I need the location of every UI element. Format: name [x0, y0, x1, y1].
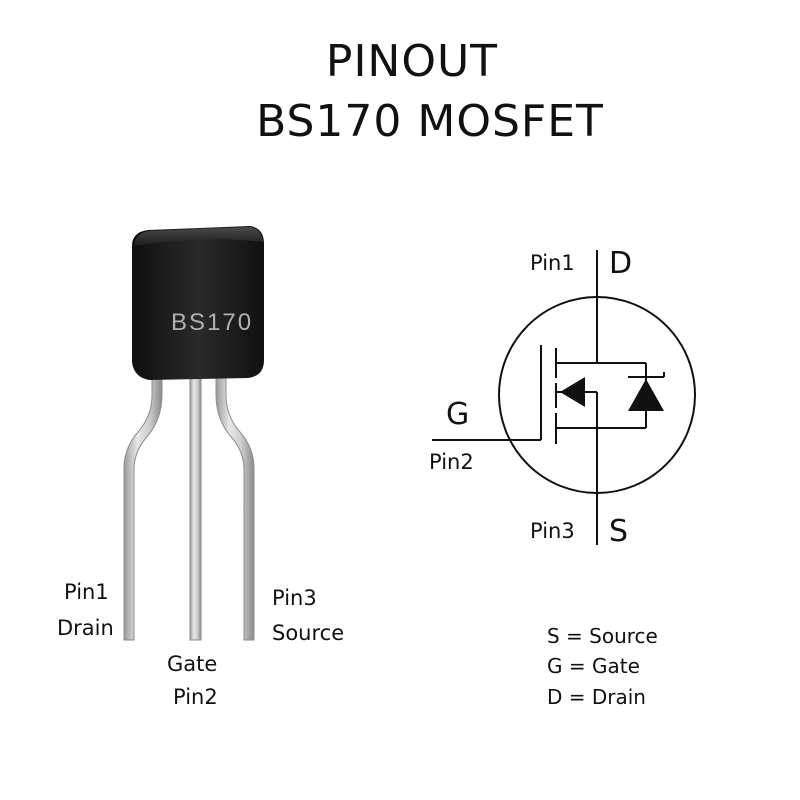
transistor-body	[132, 226, 264, 380]
symbol-drain-letter: D	[609, 246, 633, 281]
package-marking: BS170	[171, 309, 254, 336]
lead-pin1	[123, 377, 163, 641]
diode-triangle-icon	[628, 379, 664, 411]
symbol-gate-letter: G	[446, 397, 470, 432]
legend-gate: G = Gate	[547, 654, 640, 678]
pin1-name: Drain	[57, 616, 114, 640]
body-arrow-icon	[560, 377, 585, 407]
legend-drain: D = Drain	[547, 685, 646, 709]
pin2-name: Gate	[167, 652, 218, 676]
symbol-source-pin: Pin3	[530, 519, 575, 543]
pin3-name: Source	[272, 621, 345, 645]
symbol-source-letter: S	[609, 514, 629, 549]
lead-pin2	[189, 375, 202, 641]
legend-source: S = Source	[547, 624, 658, 648]
mosfet-symbol	[432, 250, 696, 545]
pin1-number: Pin1	[64, 580, 109, 604]
pin2-number: Pin2	[173, 685, 218, 709]
symbol-drain-pin: Pin1	[530, 251, 575, 275]
title-line-1: PINOUT	[325, 36, 499, 87]
title-line-2: BS170 MOSFET	[256, 96, 604, 147]
pin3-number: Pin3	[272, 586, 317, 610]
lead-pin3	[215, 377, 255, 641]
transistor-leads	[123, 375, 255, 641]
symbol-gate-pin: Pin2	[429, 450, 474, 474]
